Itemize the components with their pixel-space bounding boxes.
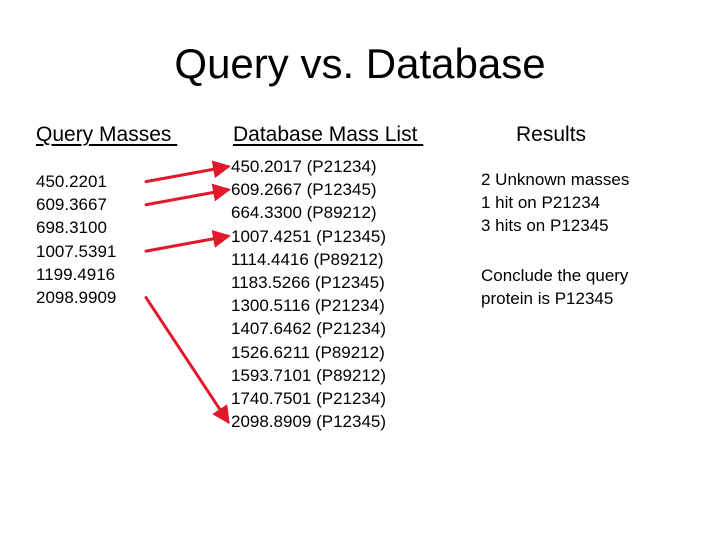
query-mass-item: 698.3100 xyxy=(36,218,107,238)
query-mass-item: 1007.5391 xyxy=(36,241,117,261)
database-mass-item: 664.3300 (P89212) xyxy=(231,203,377,223)
results-conclusion-line: protein is P12345 xyxy=(481,289,614,309)
database-mass-item: 1300.5116 (P21234) xyxy=(231,296,385,316)
results-summary-line: 2 Unknown masses xyxy=(481,170,630,189)
match-arrow xyxy=(144,183,231,207)
results-summary: 2 Unknown masses 1 hit on P21234 3 hits … xyxy=(481,168,629,238)
match-arrow xyxy=(144,296,230,425)
match-arrow xyxy=(144,230,231,253)
results-heading: Results xyxy=(516,123,587,146)
results-summary-line: 1 hit on P21234 xyxy=(481,193,601,213)
database-mass-item: 1526.6211 (P89212) xyxy=(231,342,385,362)
results-summary-line: 3 hits on P12345 xyxy=(481,216,609,236)
database-mass-item: 1114.4416 (P89212) xyxy=(231,249,384,269)
database-mass-list-heading: Database Mass List xyxy=(233,123,424,146)
results-conclusion-line: Conclude the query xyxy=(481,266,629,285)
query-mass-item: 450.2201 xyxy=(36,172,107,191)
match-arrow xyxy=(144,160,231,184)
database-mass-item: 1183.5266 (P12345) xyxy=(231,272,385,292)
database-mass-list: 450.2017 (P21234) 609.2667 (P12345) 664.… xyxy=(231,155,386,433)
query-mass-item: 609.3667 xyxy=(36,195,107,215)
database-mass-item: 1007.4251 (P12345) xyxy=(231,226,387,246)
slide-title: Query vs. Database xyxy=(174,40,546,87)
database-mass-item: 1593.7101 (P89212) xyxy=(231,365,387,385)
database-mass-item: 450.2017 (P21234) xyxy=(231,157,377,176)
results-conclusion: Conclude the query protein is P12345 xyxy=(481,264,628,310)
query-masses-heading: Query Masses xyxy=(36,123,178,146)
database-mass-item: 2098.8909 (P12345) xyxy=(231,412,387,432)
query-mass-item: 2098.9909 xyxy=(36,287,117,307)
query-masses-list: 450.2201 609.3667 698.3100 1007.5391 119… xyxy=(36,170,116,309)
query-mass-item: 1199.4916 xyxy=(36,264,116,284)
database-mass-item: 1407.6462 (P21234) xyxy=(231,319,387,339)
database-mass-item: 1740.7501 (P21234) xyxy=(231,388,387,408)
database-mass-item: 609.2667 (P12345) xyxy=(231,180,377,200)
